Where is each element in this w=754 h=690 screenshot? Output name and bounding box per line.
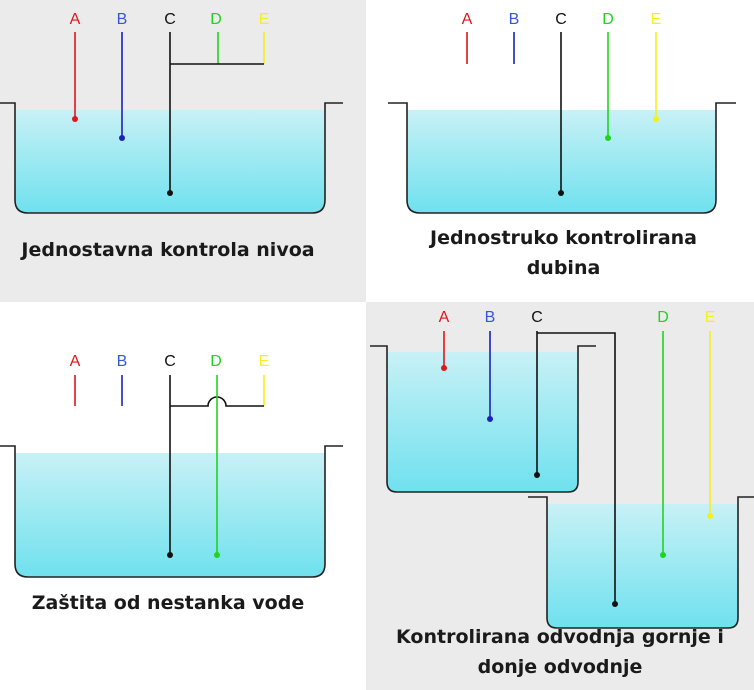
caption-controlled-drainage: Kontrolirana odvodnja gornje i donje odv… xyxy=(366,622,754,682)
caption-line-1: Kontrolirana odvodnja gornje i xyxy=(396,626,724,648)
probe-label-e: E xyxy=(705,309,716,326)
probe-label-b: B xyxy=(117,11,128,28)
probe-label-a: A xyxy=(70,11,81,28)
panel-water-outage-protection: A B C D E Zaštita od nestanka vode xyxy=(0,302,366,690)
upper-tank-outline xyxy=(370,345,596,493)
probe-e-tip xyxy=(653,116,659,122)
probe-label-a: A xyxy=(439,309,450,326)
panel-simple-level-control: A B C D E Jednostavna kontrola nivoa xyxy=(0,0,366,302)
caption-single-depth-control: Jednostruko kontrolirana dubina xyxy=(386,223,741,283)
probe-label-c: C xyxy=(555,11,567,28)
probe-label-c: C xyxy=(531,309,543,326)
lower-tank-outline xyxy=(528,496,754,629)
tank-outline xyxy=(388,102,736,214)
probe-label-e: E xyxy=(651,11,662,28)
probe-b-tip xyxy=(119,135,125,141)
diagram-controlled-drainage: A B C D E xyxy=(370,309,754,629)
probe-label-a: A xyxy=(70,353,81,370)
probe-label-b: B xyxy=(117,353,128,370)
probe-d-tip xyxy=(660,552,666,558)
caption-line-1: Jednostruko kontrolirana xyxy=(430,227,697,249)
upper-tank-water xyxy=(387,352,578,492)
probe-label-c: C xyxy=(164,11,176,28)
diagram-water-outage-protection: A B C D E xyxy=(0,353,343,578)
lower-tank-water xyxy=(547,504,738,628)
diagram-simple-level-control: A B C D E xyxy=(0,11,343,214)
probe-label-e: E xyxy=(259,11,270,28)
tank-outline xyxy=(0,102,343,214)
probe-label-d: D xyxy=(602,11,614,28)
probe-c-tip xyxy=(167,190,173,196)
probe-label-a: A xyxy=(462,11,473,28)
probe-b-tip xyxy=(487,416,493,422)
drainage-wire-tip xyxy=(612,601,618,607)
probe-label-c: C xyxy=(164,353,176,370)
tank-outline xyxy=(0,445,343,578)
probe-label-d: D xyxy=(210,353,222,370)
probe-a-tip xyxy=(441,365,447,371)
probe-a-tip xyxy=(72,116,78,122)
panel-controlled-drainage: A B C D E Kontrolirana odvodnja gornje i… xyxy=(366,302,754,690)
probe-c-tip xyxy=(558,190,564,196)
probe-d-tip xyxy=(214,552,220,558)
panel-single-depth-control: A B C D E Jednostruko kontrolirana dubin… xyxy=(366,0,754,302)
caption-line-2: donje odvodnje xyxy=(477,656,643,678)
probe-label-d: D xyxy=(210,11,222,28)
probe-label-d: D xyxy=(657,309,669,326)
drainage-wire xyxy=(537,332,616,604)
caption-line-2: dubina xyxy=(526,257,601,279)
probe-c-tip xyxy=(534,472,540,478)
probe-label-b: B xyxy=(509,11,520,28)
probe-d-tip xyxy=(605,135,611,141)
probe-label-b: B xyxy=(485,309,496,326)
probe-label-e: E xyxy=(259,353,270,370)
probe-c-tip xyxy=(167,552,173,558)
probe-e-tip xyxy=(707,513,713,519)
diagram-single-depth-control: A B C D E xyxy=(388,11,736,214)
caption-water-outage-protection: Zaštita od nestanka vode xyxy=(31,592,305,614)
caption-simple-level-control: Jednostavna kontrola nivoa xyxy=(21,239,315,261)
